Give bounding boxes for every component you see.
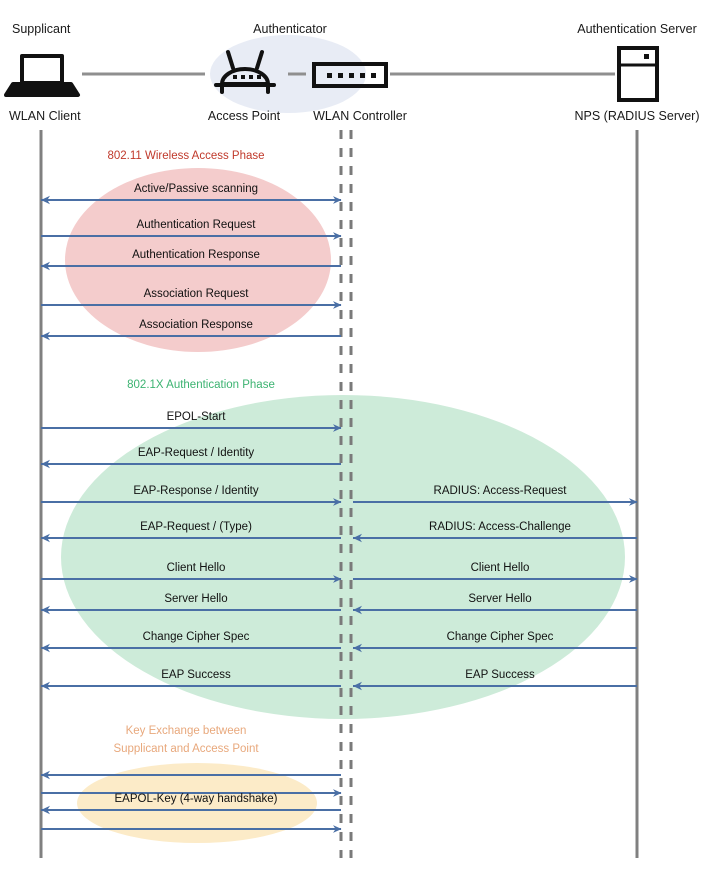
- message-row: Active/Passive scanning: [41, 183, 342, 205]
- message-row: EAP-Response / Identity: [41, 485, 342, 506]
- server-icon: [617, 46, 659, 102]
- message-label-right-2: Client Hello: [471, 562, 530, 574]
- message-row: Association Response: [41, 319, 341, 341]
- message-row: EPOL-Start: [41, 411, 342, 432]
- message-label-left-9: Client Hello: [167, 562, 226, 574]
- message-label-right-0: RADIUS: Access-Request: [434, 485, 568, 497]
- laptop-icon: [4, 54, 80, 97]
- phase-label-key-exchange-line1: Key Exchange between: [126, 725, 247, 737]
- message-row: Authentication Response: [41, 249, 341, 271]
- phase-ellipse-key-exchange: [77, 763, 317, 843]
- arrowhead-left-right-4: [353, 643, 362, 653]
- arrowhead-left-left-6: [41, 459, 50, 469]
- message-row: Server Hello: [353, 593, 637, 615]
- actor-role-authentication-server: Authentication Server: [577, 22, 697, 36]
- arrowhead-left-left-13: [41, 770, 50, 780]
- arrowhead-left-right-5: [353, 681, 362, 691]
- message-row: Client Hello: [41, 562, 342, 583]
- wlan-controller-icon: [312, 62, 388, 88]
- arrowhead-left-left-0: [41, 195, 50, 205]
- message-row: EAP-Request / Identity: [41, 447, 341, 469]
- phase-ellipse-dot1x-authentication: [61, 395, 625, 719]
- message-label-left-8: EAP-Request / (Type): [140, 521, 252, 533]
- phase-label-key-exchange-line2: Supplicant and Access Point: [113, 743, 259, 755]
- actor-role-supplicant: Supplicant: [12, 22, 71, 36]
- message-row: EAP Success: [41, 669, 341, 691]
- message-label-left-5: EPOL-Start: [167, 411, 227, 423]
- message-label-left-1: Authentication Request: [137, 219, 257, 231]
- actor-role-authenticator: Authenticator: [253, 22, 327, 36]
- message-label-left-4: Association Response: [139, 319, 253, 331]
- message-label-right-3: Server Hello: [468, 593, 531, 605]
- message-row: [41, 770, 341, 780]
- arrowhead-left-right-1: [353, 533, 362, 543]
- lifelines: [39, 130, 639, 858]
- actor-device-wlan-controller: WLAN Controller: [313, 109, 407, 123]
- message-label-right-1: RADIUS: Access-Challenge: [429, 521, 571, 533]
- message-row: Client Hello: [353, 562, 638, 583]
- message-label-left-15: EAPOL-Key (4-way handshake): [115, 793, 278, 805]
- message-label-left-7: EAP-Response / Identity: [133, 485, 259, 497]
- message-label-right-5: EAP Success: [465, 669, 535, 681]
- message-row: EAP-Request / (Type): [41, 521, 341, 543]
- message-label-left-6: EAP-Request / Identity: [138, 447, 255, 459]
- phase-label-dot1x-authentication: 802.1X Authentication Phase: [127, 379, 275, 391]
- message-label-left-2: Authentication Response: [132, 249, 260, 261]
- message-row: RADIUS: Access-Challenge: [353, 521, 637, 543]
- actor-device-nps: NPS (RADIUS Server): [574, 109, 699, 123]
- message-row: Server Hello: [41, 593, 341, 615]
- message-row: Association Request: [41, 288, 342, 309]
- header-band: Supplicant WLAN Client Authenticator Acc…: [4, 22, 700, 123]
- arrowhead-left-left-12: [41, 681, 50, 691]
- arrowhead-left-left-8: [41, 533, 50, 543]
- arrowhead-left-right-3: [353, 605, 362, 615]
- message-label-left-10: Server Hello: [164, 593, 227, 605]
- phase-label-wireless-access: 802.11 Wireless Access Phase: [107, 150, 264, 162]
- arrowhead-left-left-15: [41, 805, 50, 815]
- arrowhead-left-left-11: [41, 643, 50, 653]
- message-label-left-0: Active/Passive scanning: [134, 183, 258, 195]
- message-row: Authentication Request: [41, 219, 342, 240]
- message-row: Change Cipher Spec: [41, 631, 341, 653]
- message-row: EAPOL-Key (4-way handshake): [41, 793, 341, 815]
- arrowhead-left-left-2: [41, 261, 50, 271]
- arrowhead-left-left-10: [41, 605, 50, 615]
- message-label-left-12: EAP Success: [161, 669, 231, 681]
- message-row: Change Cipher Spec: [353, 631, 637, 653]
- access-point-icon: [214, 50, 276, 94]
- phase-labels: 802.11 Wireless Access Phase 802.1X Auth…: [107, 150, 274, 755]
- actor-device-wlan-client: WLAN Client: [9, 109, 81, 123]
- message-label-left-3: Association Request: [144, 288, 250, 300]
- message-row: RADIUS: Access-Request: [353, 485, 638, 506]
- message-label-right-4: Change Cipher Spec: [447, 631, 554, 643]
- message-row: EAP Success: [353, 669, 637, 691]
- arrowhead-left-left-4: [41, 331, 50, 341]
- phase-ellipses: [61, 168, 625, 843]
- message-label-left-11: Change Cipher Spec: [143, 631, 250, 643]
- actor-device-access-point: Access Point: [208, 109, 281, 123]
